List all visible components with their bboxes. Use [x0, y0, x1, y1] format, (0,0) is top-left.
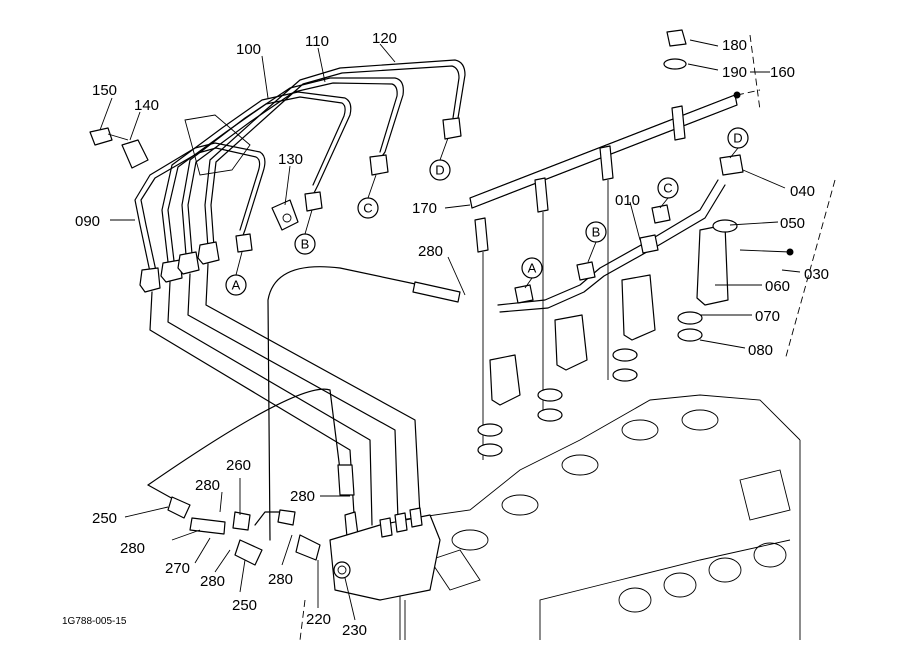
- callout-280-hose: 280: [290, 488, 315, 505]
- injectors: [477, 154, 836, 457]
- glow-plugs: [474, 105, 686, 460]
- cylinder-head: [399, 394, 801, 640]
- injection-pipes: [134, 59, 466, 273]
- callout-250-left: 250: [92, 510, 117, 527]
- callout-030: 030: [804, 266, 829, 283]
- connector-label-d-left: D: [435, 163, 444, 178]
- connector-label-a-left: A: [232, 278, 241, 293]
- callout-070: 070: [755, 308, 780, 325]
- connector-label-b-left: B: [301, 237, 310, 252]
- callout-130: 130: [278, 151, 303, 168]
- callout-040: 040: [790, 183, 815, 200]
- callout-160: 160: [770, 64, 795, 81]
- leader-lines: [99, 39, 801, 621]
- pipe-nuts: [139, 117, 462, 293]
- connector-markers: A B C D A B C D: [225, 127, 749, 296]
- callout-060: 060: [765, 278, 790, 295]
- connector-label-b-right: B: [592, 225, 601, 240]
- callout-280-filter: 280: [195, 477, 220, 494]
- callout-280-left: 280: [120, 540, 145, 557]
- callout-180: 180: [722, 37, 747, 54]
- callout-250-bottom: 250: [232, 597, 257, 614]
- callout-190: 190: [722, 64, 747, 81]
- clamp-and-bolt: [89, 127, 299, 231]
- callout-280-right: 280: [268, 571, 293, 588]
- callout-080: 080: [748, 342, 773, 359]
- callout-220: 220: [306, 611, 331, 628]
- callout-010: 010: [615, 192, 640, 209]
- callout-140: 140: [134, 97, 159, 114]
- connector-label-a-right: A: [528, 261, 537, 276]
- callout-230: 230: [342, 622, 367, 639]
- callout-050: 050: [780, 215, 805, 232]
- drawing-code: 1G788-005-15: [62, 616, 127, 627]
- connector-label-c-right: C: [663, 181, 672, 196]
- return-pipes: [149, 263, 421, 531]
- callout-260: 260: [226, 457, 251, 474]
- callout-100: 100: [236, 41, 261, 58]
- callout-270: 270: [165, 560, 190, 577]
- injection-pump: [329, 507, 441, 640]
- callout-150: 150: [92, 82, 117, 99]
- part-callouts: 100 110 120 150 140 130 090 180 190 160 …: [75, 30, 829, 639]
- fuel-hoses: [147, 266, 461, 641]
- callout-170: 170: [412, 200, 437, 217]
- callout-280-pipe: 280: [418, 243, 443, 260]
- nut-washer: [663, 29, 687, 70]
- callout-280-bottom: 280: [200, 573, 225, 590]
- connector-label-c-left: C: [363, 201, 372, 216]
- leak-off-pipe: [497, 179, 726, 313]
- connector-label-d-right: D: [733, 131, 742, 146]
- callout-090: 090: [75, 213, 100, 230]
- callout-110: 110: [305, 33, 329, 50]
- callout-120: 120: [372, 30, 397, 47]
